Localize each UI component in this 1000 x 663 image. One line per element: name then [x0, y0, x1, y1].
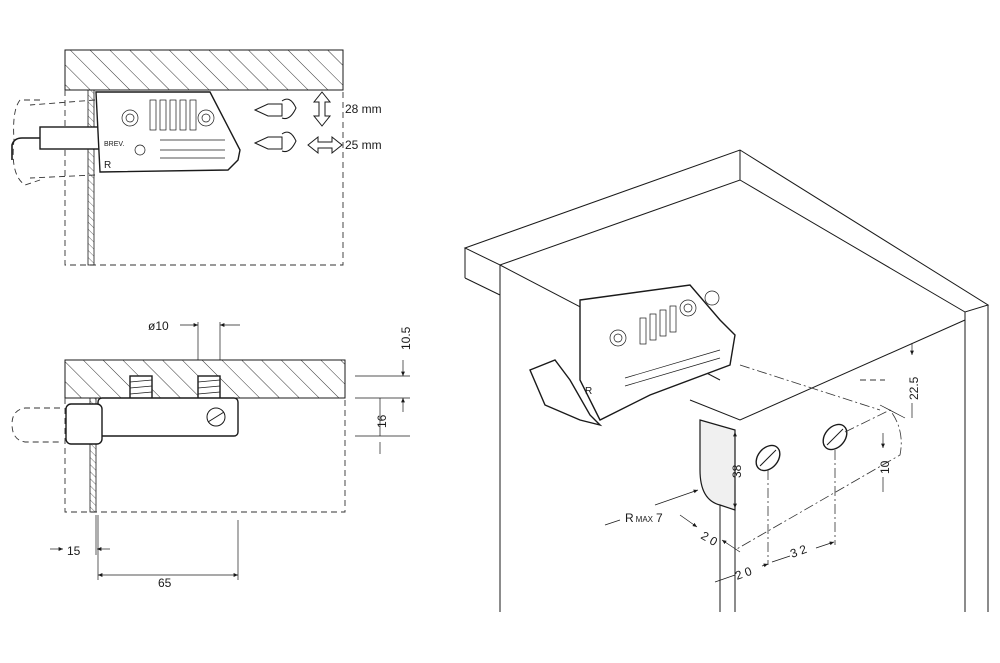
iso-clip-side-label: R	[585, 386, 592, 397]
length-label: 65	[158, 576, 172, 590]
top-offset-label: 10.5	[399, 326, 413, 350]
vertical-arrow-icon	[312, 91, 332, 127]
clip-body-top	[95, 91, 241, 173]
dim-32-label: 3 2	[788, 542, 809, 561]
clip-body-iso	[579, 284, 736, 421]
dim-20-diag-label: 2 0	[699, 528, 721, 549]
screwdriver-icon	[253, 131, 297, 152]
depth-adjust-label: 25 mm	[345, 138, 382, 152]
clip-brand-label: BREV.	[104, 141, 124, 148]
dim-38-label: 38	[730, 464, 744, 478]
height-adjust-label: 28 mm	[345, 102, 382, 116]
height-label: 16	[375, 414, 389, 428]
clip-side-label: R	[104, 160, 111, 171]
top-left-view: BREV. R 28 mm 25 mm	[11, 49, 382, 266]
dim-225-label: 22.5	[907, 376, 921, 400]
horizontal-arrow-icon	[307, 135, 343, 155]
side-panel-hatched	[87, 89, 95, 266]
cabinet-top-hatched	[64, 49, 344, 91]
dim-20-label: 2 0	[733, 564, 754, 583]
edge-offset-label: 15	[67, 544, 81, 558]
hole-diameter-label: ø10	[148, 319, 169, 333]
clip-body-side	[97, 397, 239, 437]
bottom-left-view: ø10 10.5 16 15 65	[11, 319, 413, 590]
dim-10-label: 10	[878, 460, 892, 474]
screwdriver-icon	[253, 98, 297, 119]
